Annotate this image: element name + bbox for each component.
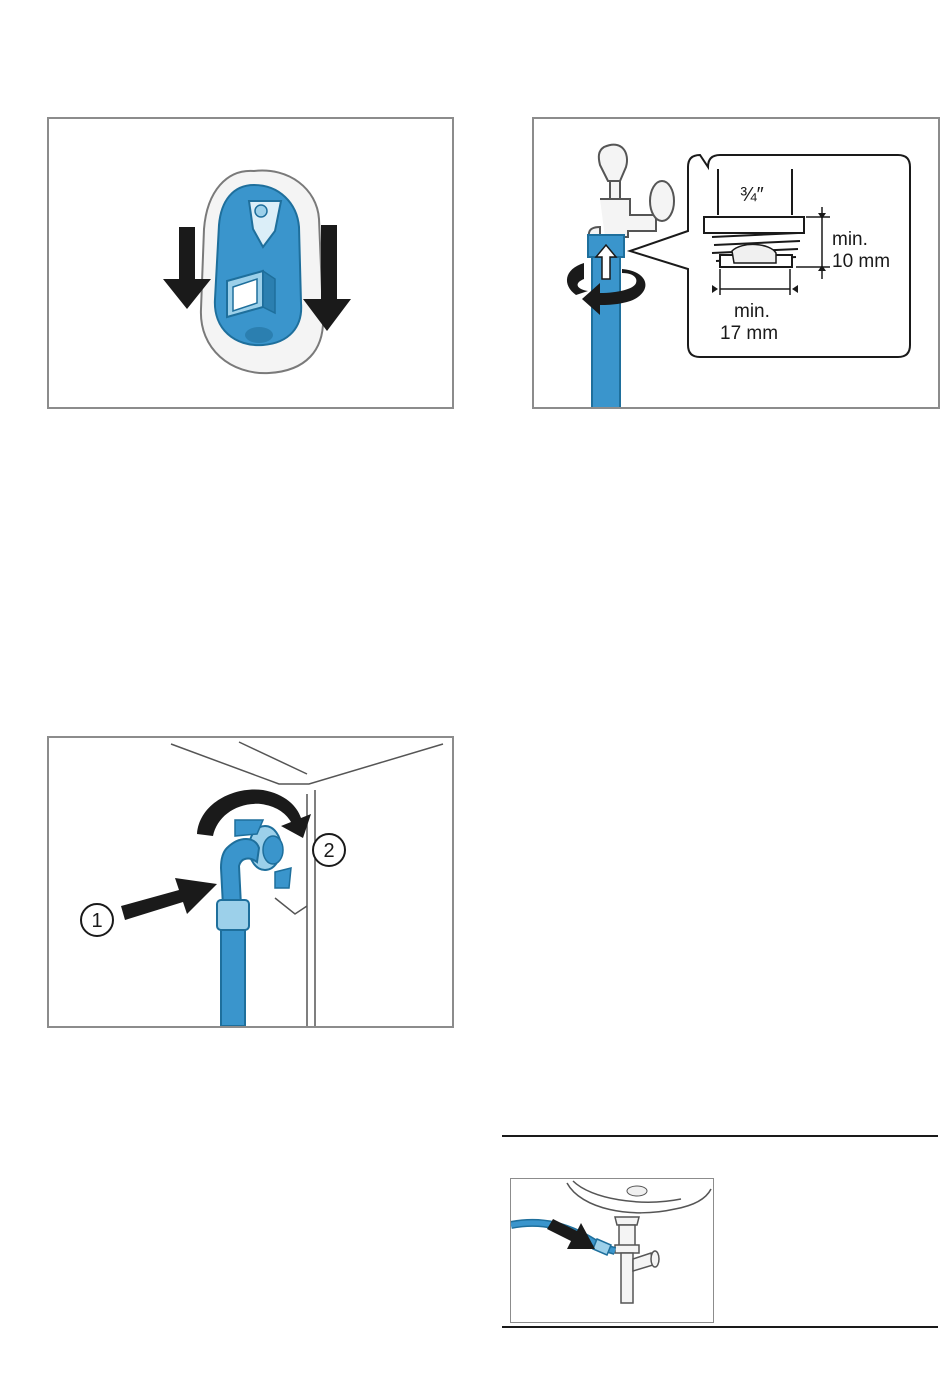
step-1-label: 1 bbox=[91, 910, 102, 932]
figure-drain-siphon bbox=[510, 1178, 714, 1323]
section-divider-top bbox=[502, 1135, 938, 1137]
step-2-label: 2 bbox=[323, 840, 334, 862]
thread-size-label: ¾″ bbox=[740, 184, 764, 206]
figure-filter-cover bbox=[47, 117, 454, 409]
min-height-value: 10 mm bbox=[832, 251, 890, 272]
min-height-label: min. bbox=[832, 229, 868, 250]
arrow-down-icon bbox=[49, 119, 452, 407]
min-length-label: min. bbox=[734, 301, 770, 322]
step-callouts: 1 2 bbox=[49, 738, 452, 1026]
min-length-value: 17 mm bbox=[720, 323, 778, 344]
figure-hose-connection: 1 2 bbox=[47, 736, 454, 1028]
push-arrow-icon bbox=[511, 1179, 712, 1321]
tap-thread-labels: ¾″ min. 10 mm min. 17 mm bbox=[534, 119, 938, 407]
figure-tap-thread: ¾″ min. 10 mm min. 17 mm bbox=[532, 117, 940, 409]
section-divider-bottom bbox=[502, 1326, 938, 1328]
